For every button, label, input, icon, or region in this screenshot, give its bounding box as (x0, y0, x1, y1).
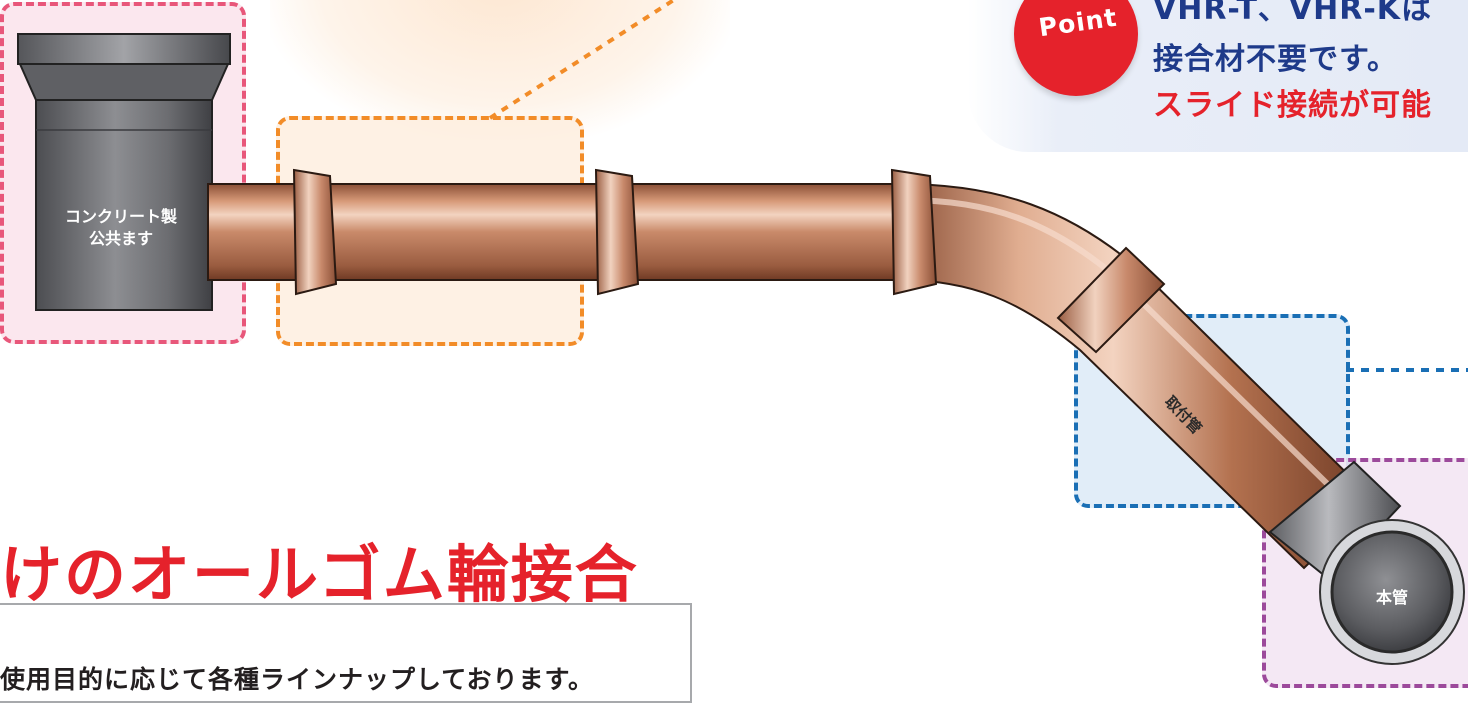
callout-line-2: 接合材不要です。 (1153, 42, 1398, 77)
description-text: 使用目的に応じて各種ラインナップしております。 (0, 665, 595, 694)
callout-line-1: VHR-T、VHR-Kは (1153, 0, 1433, 27)
main-pipe-label: 本管 (1375, 588, 1408, 607)
basin-label: コンクリート製 公共ます (40, 206, 202, 250)
socket-joint-2 (594, 168, 640, 296)
joint-callout-connector (488, 0, 678, 120)
socket-joint-4 (1056, 246, 1166, 354)
basin-label-line-1: コンクリート製 (64, 207, 177, 226)
main-pipe-section (1319, 519, 1465, 665)
socket-joint-3 (890, 168, 938, 296)
point-badge (1014, 0, 1138, 96)
callout-line-3: スライド接続が可能 (1153, 88, 1432, 123)
concrete-basin (17, 33, 231, 311)
headline: けのオールゴム輪接合 (0, 538, 639, 611)
socket-joint-1 (292, 168, 338, 296)
basin-label-line-2: 公共ます (88, 229, 153, 248)
pipe-diagram (17, 0, 1468, 665)
